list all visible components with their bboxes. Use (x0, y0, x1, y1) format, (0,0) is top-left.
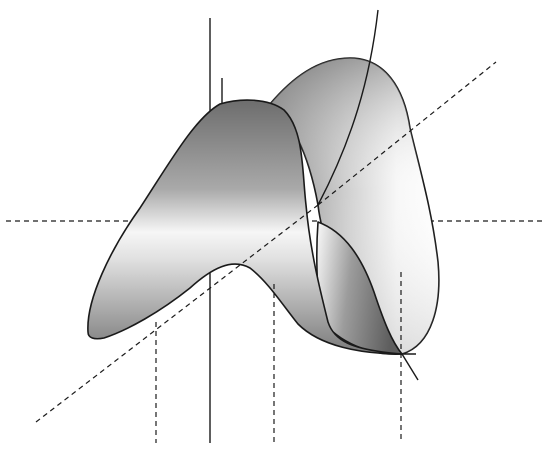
guide-curve (317, 9, 379, 206)
diagonal-axis-upper (317, 61, 497, 206)
back-surface-shading (270, 58, 439, 354)
guide-curve-lower (401, 353, 419, 381)
front-surface (87, 99, 403, 355)
